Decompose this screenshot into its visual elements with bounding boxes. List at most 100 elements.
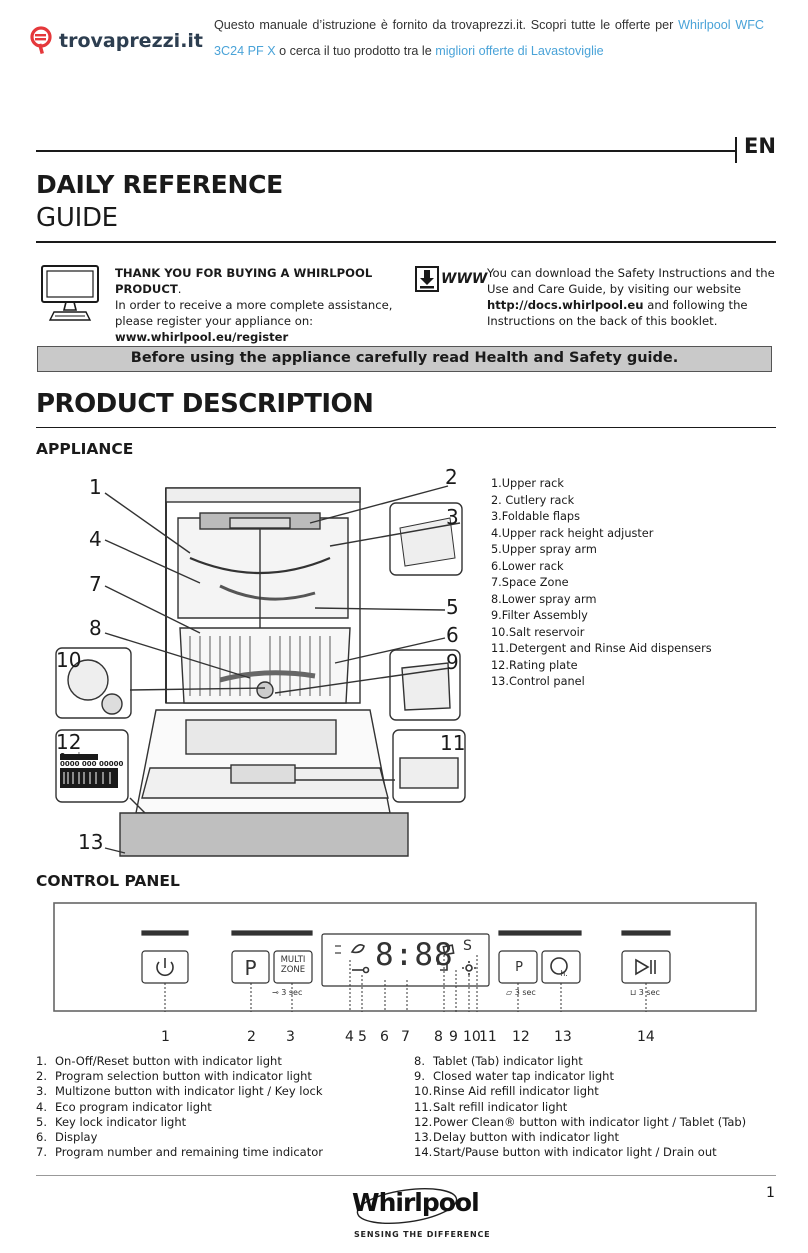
appliance-legend: 1.Upper rack 2. Cutlery rack 3.Foldable … [491, 476, 712, 691]
panel-number-8: 8 [434, 1029, 443, 1045]
list-item: 5.Key lock indicator light [36, 1114, 187, 1129]
control-list-left: 1.On-Off/Reset button with indicator lig… [36, 1054, 406, 1160]
panel-number-1: 1 [161, 1029, 170, 1045]
salt-indicator: S [463, 938, 472, 954]
whirlpool-logo: Whirlpool [352, 1188, 480, 1217]
appliance-title: APPLIANCE [36, 440, 134, 458]
callout-10: 10 [56, 648, 82, 672]
panel-number-2: 2 [247, 1029, 256, 1045]
trovaprezzi-logo[interactable]: trovaprezzi.it [30, 26, 203, 56]
legend-item: 1.Upper rack [491, 477, 564, 490]
legend-item: 6.Lower rack [491, 559, 564, 573]
top-rule [36, 150, 736, 152]
list-item: 1.On-Off/Reset button with indicator lig… [36, 1054, 282, 1068]
page-title-line1: DAILY REFERENCE [36, 170, 283, 199]
list-item: 12.Power Clean® button with indicator li… [414, 1114, 747, 1129]
title-rule [36, 241, 776, 243]
legend-item: 2. Cutlery rack [491, 493, 575, 507]
dishwasher-illustration [55, 485, 466, 857]
footer-rule [36, 1175, 776, 1176]
product-link[interactable]: Whirlpool WFC 3C24 PF X [214, 18, 764, 58]
page-number: 1 [766, 1185, 775, 1201]
callout-2: 2 [445, 465, 458, 489]
download-block: You can download the Safety Instructions… [487, 266, 775, 328]
panel-number-5: 5 [358, 1029, 367, 1045]
control-list-right: 8.Tablet (Tab) indicator light 9.Closed … [414, 1054, 784, 1160]
thank-you-block: THANK YOU FOR BUYING A WHIRLPOOL PRODUCT… [115, 266, 393, 344]
safety-banner: Before using the appliance carefully rea… [37, 346, 772, 372]
panel-number-10: 10 [463, 1029, 481, 1045]
panel-number-3: 3 [286, 1029, 295, 1045]
panel-number-6: 6 [380, 1029, 389, 1045]
callout-12: 12 [56, 730, 82, 754]
language-code: EN [744, 134, 776, 158]
list-item: 11.Salt refill indicator light [414, 1099, 568, 1114]
list-item: 3.Multizone button with indicator light … [36, 1084, 323, 1099]
trovaprezzi-logo-icon [30, 26, 52, 55]
rating-plate-service: Service: 0000 000 00000 [60, 752, 124, 768]
product-description-title: PRODUCT DESCRIPTION [36, 389, 374, 419]
callout-7: 7 [89, 572, 102, 596]
program-button-label: P [244, 956, 257, 980]
legend-item: 7.Space Zone [491, 576, 569, 589]
legend-item: 8.Lower spray arm [491, 592, 597, 606]
on-off-button[interactable] [142, 951, 188, 983]
callout-3: 3 [446, 505, 459, 529]
register-link[interactable]: www.whirlpool.eu/register [115, 330, 289, 344]
logo-text: trovaprezzi.it [59, 30, 204, 52]
key-icon: ⊸ [272, 988, 279, 997]
callout-8: 8 [89, 616, 102, 640]
page-title-line2: GUIDE [36, 203, 118, 233]
tablet-icon: ▱ [506, 988, 513, 997]
legend-item: 3.Foldable flaps [491, 510, 580, 523]
panel-number-9: 9 [449, 1029, 458, 1045]
list-item: 14.Start/Pause button with indicator lig… [414, 1145, 717, 1160]
list-item: 4.Eco program indicator light [36, 1099, 212, 1114]
brand-tagline: SENSING THE DIFFERENCE [354, 1230, 491, 1239]
callout-13: 13 [78, 830, 104, 854]
delay-label: h. [560, 969, 568, 978]
panel-number-13: 13 [554, 1029, 572, 1045]
docs-link[interactable]: http://docs.whirlpool.eu [487, 298, 644, 312]
callout-5: 5 [446, 595, 459, 619]
legend-item: 10.Salt reservoir [491, 625, 585, 639]
whirlpool-swirl-icon [356, 1187, 458, 1225]
panel-number-12: 12 [512, 1029, 530, 1045]
panel-number-7: 7 [401, 1029, 410, 1045]
panel-number-4: 4 [345, 1029, 354, 1045]
list-item: 9.Closed water tap indicator light [414, 1069, 614, 1084]
legend-item: 11.Detergent and Rinse Aid dispensers [491, 642, 712, 655]
legend-item: 9.Filter Assembly [491, 609, 588, 622]
list-item: 2.Program selection button with indicato… [36, 1069, 312, 1084]
display-digits: 8:88 [375, 937, 454, 973]
list-item: 13.Delay button with indicator light [414, 1130, 620, 1145]
legend-item: 12.Rating plate [491, 658, 578, 672]
offers-link[interactable]: migliori offerte di Lavastoviglie [435, 44, 604, 58]
multizone-button[interactable]: MULTI ZONE [280, 955, 306, 975]
start-pause-button[interactable] [622, 951, 670, 983]
delay-button[interactable]: h. [545, 954, 583, 982]
callout-9: 9 [446, 650, 459, 674]
callout-1: 1 [89, 475, 102, 499]
drain-hold-label: ⊔ 3 sec [630, 988, 660, 997]
callout-11: 11 [440, 731, 466, 755]
legend-item: 4.Upper rack height adjuster [491, 526, 654, 540]
computer-monitor-icon [41, 265, 99, 321]
control-panel-title: CONTROL PANEL [36, 872, 180, 890]
download-icon [415, 266, 439, 292]
panel-number-11: 11 [479, 1029, 497, 1045]
legend-item: 5.Upper spray arm [491, 543, 597, 556]
panel-number-14: 14 [637, 1029, 655, 1045]
power-clean-button[interactable]: P [500, 954, 538, 982]
drain-icon: ⊔ [630, 988, 637, 997]
rule-tick [735, 137, 737, 163]
legend-item: 13.Control panel [491, 675, 585, 688]
header-note: Questo manuale d’istruzione è fornito da… [214, 18, 764, 58]
tab-hold-label: ▱ 3 sec [506, 988, 536, 997]
control-panel-diagram [53, 902, 757, 1012]
program-button[interactable]: P [232, 954, 269, 982]
callout-4: 4 [89, 527, 102, 551]
list-item: 10.Rinse Aid refill indicator light [414, 1084, 599, 1099]
power-clean-label: P [515, 960, 523, 975]
list-item: 6.Display [36, 1130, 98, 1145]
